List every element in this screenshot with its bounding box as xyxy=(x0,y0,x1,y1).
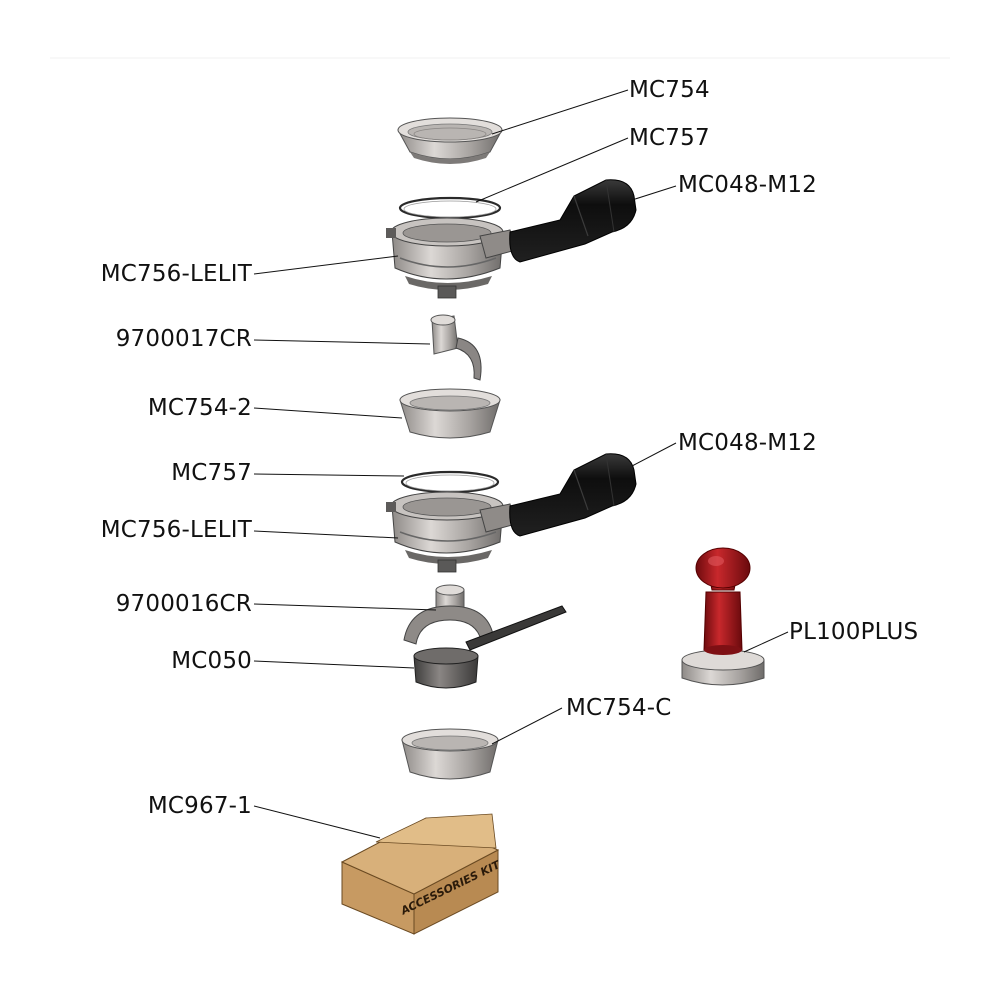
leader-mc754-2 xyxy=(253,407,403,419)
leader-lines xyxy=(253,89,789,839)
portafilter-mc756-bottom xyxy=(386,491,517,573)
label-mc756-lelit-top: MC756-LELIT xyxy=(100,261,252,287)
leader-mc757-bottom xyxy=(253,473,405,477)
label-mc757-top: MC757 xyxy=(629,125,710,151)
label-mc967-1: MC967-1 xyxy=(147,793,252,819)
leader-mc754-c xyxy=(491,707,563,745)
leader-mc048-top xyxy=(631,185,677,201)
box-mc967-1: ACCESSORIES KIT xyxy=(340,813,503,935)
handle-mc048-bottom xyxy=(509,453,637,537)
label-mc048-m12-bottom: MC048-M12 xyxy=(678,430,818,456)
tamper-pl100plus xyxy=(681,547,765,686)
basket-mc754-c xyxy=(401,728,499,780)
leader-9700016cr xyxy=(253,603,437,611)
basket-mc754 xyxy=(397,117,503,164)
leader-pl100plus xyxy=(743,631,789,653)
label-mc050: MC050 xyxy=(171,648,252,674)
leader-mc048-bottom xyxy=(631,442,677,467)
gasket-mc757-bottom xyxy=(400,470,500,494)
leader-mc757-top xyxy=(475,137,629,203)
label-mc754-2: MC754-2 xyxy=(147,395,252,421)
label-mc754-c: MC754-C xyxy=(566,695,672,721)
leader-mc756-top xyxy=(253,255,399,275)
label-mc754: MC754 xyxy=(629,77,710,103)
leader-mc967-1 xyxy=(253,805,381,839)
gasket-mc757-top xyxy=(398,196,502,220)
leader-mc754 xyxy=(491,89,629,135)
scoop-mc050 xyxy=(413,605,567,689)
spout-9700017cr xyxy=(430,314,482,381)
handle-mc048-top xyxy=(509,179,637,263)
label-mc048-m12-top: MC048-M12 xyxy=(678,172,818,198)
leader-9700017cr xyxy=(253,339,431,345)
label-9700016cr: 9700016CR xyxy=(115,591,252,617)
leader-mc756-bottom xyxy=(253,530,399,539)
label-pl100plus: PL100PLUS xyxy=(789,619,919,645)
portafilter-mc756-top xyxy=(386,217,517,299)
leader-mc050 xyxy=(253,660,415,669)
label-mc756-lelit-bottom: MC756-LELIT xyxy=(100,517,252,543)
basket-mc754-2 xyxy=(399,388,501,439)
label-mc757-bottom: MC757 xyxy=(171,460,252,486)
spout-9700016cr xyxy=(403,584,495,645)
label-9700017cr: 9700017CR xyxy=(115,326,252,352)
